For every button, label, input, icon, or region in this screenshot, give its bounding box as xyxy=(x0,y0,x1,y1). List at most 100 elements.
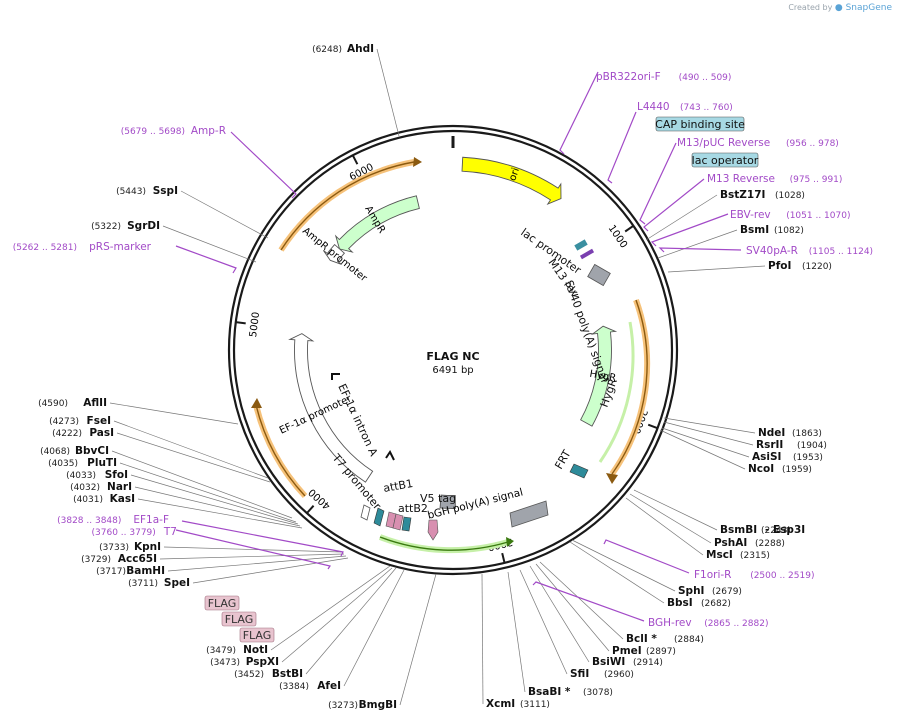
flag-glyph-2 xyxy=(392,513,404,531)
enzyme-leader xyxy=(481,573,484,705)
enzyme-name: BmgBI xyxy=(359,699,397,711)
plasmid-length: 6491 bp xyxy=(432,365,473,376)
attb1-label: attB1 xyxy=(382,477,414,495)
enzyme-position: (5322) xyxy=(91,222,121,232)
enzyme-name: BsmI xyxy=(740,224,769,236)
backbone xyxy=(227,124,679,576)
enzyme-name: SpeI xyxy=(164,577,190,589)
enzyme-leader xyxy=(281,567,393,663)
enzyme-position: (3473) xyxy=(210,658,240,668)
enzyme-name: BstBI xyxy=(272,668,303,680)
enzyme-name: PluTI xyxy=(87,457,117,469)
enzyme-position: (1220) xyxy=(802,262,832,272)
primer-name: L4440 xyxy=(637,101,670,113)
tick-mark xyxy=(647,423,658,430)
enzyme-position: (3729) xyxy=(81,555,111,565)
frt-glyph xyxy=(569,463,589,479)
enzyme-name: SphI xyxy=(678,585,704,597)
enzyme-name: KasI xyxy=(110,493,135,505)
enzyme-leader xyxy=(343,569,405,687)
frt-label: FRT xyxy=(552,448,573,472)
primer-name: M13/pUC Reverse xyxy=(677,137,770,149)
primer-name: M13 Reverse xyxy=(707,173,775,185)
orf-hygr-line xyxy=(611,299,648,475)
lac-operator-box xyxy=(691,152,759,168)
enzyme-leader xyxy=(167,555,347,572)
enzyme-position: (2884) xyxy=(674,635,704,645)
enzyme-position: (4273) xyxy=(49,417,79,427)
primer-range: (1105 .. 1124) xyxy=(809,247,873,257)
enzyme-leader xyxy=(270,565,391,651)
primer-name: pRS-marker xyxy=(89,241,152,253)
tick-mark xyxy=(501,552,506,564)
orf-hygr-green xyxy=(598,321,635,463)
enzyme-position: (3452) xyxy=(234,670,264,680)
cap-binding-box xyxy=(655,116,745,132)
primer-name: Amp-R xyxy=(191,125,226,137)
tick-mark xyxy=(351,154,359,165)
tick-label: 5000 xyxy=(248,311,262,338)
attb2-label: attB2 xyxy=(398,502,428,515)
primer-range: (3828 .. 3848) xyxy=(57,516,121,526)
enzyme-leader xyxy=(119,462,297,523)
enzyme-name: NcoI xyxy=(748,463,774,475)
enzyme-leader xyxy=(137,498,303,529)
enzyme-leader xyxy=(130,474,299,525)
attb1-glyph xyxy=(373,507,385,527)
enzyme-position: (1904) xyxy=(797,441,827,451)
enzyme-name: XcmI xyxy=(486,698,515,710)
enzyme-leader xyxy=(661,427,750,458)
enzyme-position: (6248) xyxy=(312,45,342,55)
cap-binding-label: CAP binding site xyxy=(655,118,745,131)
enzyme-name: AflII xyxy=(83,397,107,409)
enzyme-leader xyxy=(111,450,293,519)
primer-range: (490 .. 509) xyxy=(679,73,732,83)
enzyme-position: (4032) xyxy=(70,483,100,493)
orf-arcs xyxy=(251,157,651,554)
tick-mark xyxy=(235,321,246,325)
primer-range: (5679 .. 5698) xyxy=(121,127,185,137)
tick-label: 1000 xyxy=(606,223,629,250)
enzyme-leader xyxy=(163,546,343,553)
enzyme-position: (4033) xyxy=(66,471,96,481)
orf-ampr-arrowhead xyxy=(413,157,422,167)
sv40-glyph xyxy=(587,263,611,287)
snapgene-logo: ● SnapGene xyxy=(834,3,892,13)
enzyme-leader xyxy=(162,225,257,263)
enzyme-leader xyxy=(180,190,269,239)
small-features xyxy=(331,239,611,541)
enzyme-leader xyxy=(113,420,269,479)
enzyme-leader xyxy=(519,569,568,675)
enzyme-name: BclI * xyxy=(626,633,657,645)
enzyme-position: (3717) xyxy=(96,567,126,577)
primer-name: pBR322ori-F xyxy=(596,71,661,83)
tick-mark xyxy=(624,225,634,233)
enzyme-position: (4031) xyxy=(73,495,103,505)
primer-range: (1051 .. 1070) xyxy=(786,211,850,221)
enzyme-leader xyxy=(399,573,437,706)
enzyme-leader xyxy=(507,571,526,693)
enzyme-position: (1863) xyxy=(792,429,822,439)
feature-arc xyxy=(580,325,618,427)
feature-arc xyxy=(322,243,345,265)
enzyme-position: (3733) xyxy=(99,543,129,553)
flag-label-2: FLAG xyxy=(225,613,254,626)
enzyme-name: SgrDI xyxy=(127,220,160,232)
plasmid-name: FLAG NC xyxy=(426,350,479,363)
primer-name: T7 xyxy=(163,526,177,538)
orf-ef1a-line xyxy=(255,404,306,497)
primer-name: EF1a-F xyxy=(133,514,169,526)
primer-range: (743 .. 760) xyxy=(680,103,733,113)
enzyme-name: MscI xyxy=(706,549,733,561)
enzyme-name: KpnI xyxy=(134,541,161,553)
enzyme-position: (2243) xyxy=(761,526,791,536)
enzyme-name: BamHI xyxy=(126,565,165,577)
tick-mark xyxy=(306,505,315,514)
enzyme-leader xyxy=(109,402,239,425)
enzyme-position: (4590) xyxy=(38,399,68,409)
enzyme-leader xyxy=(659,429,746,470)
enzyme-name: Acc65I xyxy=(118,553,157,565)
enzyme-position: (1028) xyxy=(775,191,805,201)
enzyme-position: (3111) xyxy=(520,700,550,710)
enzyme-leader xyxy=(645,194,718,241)
